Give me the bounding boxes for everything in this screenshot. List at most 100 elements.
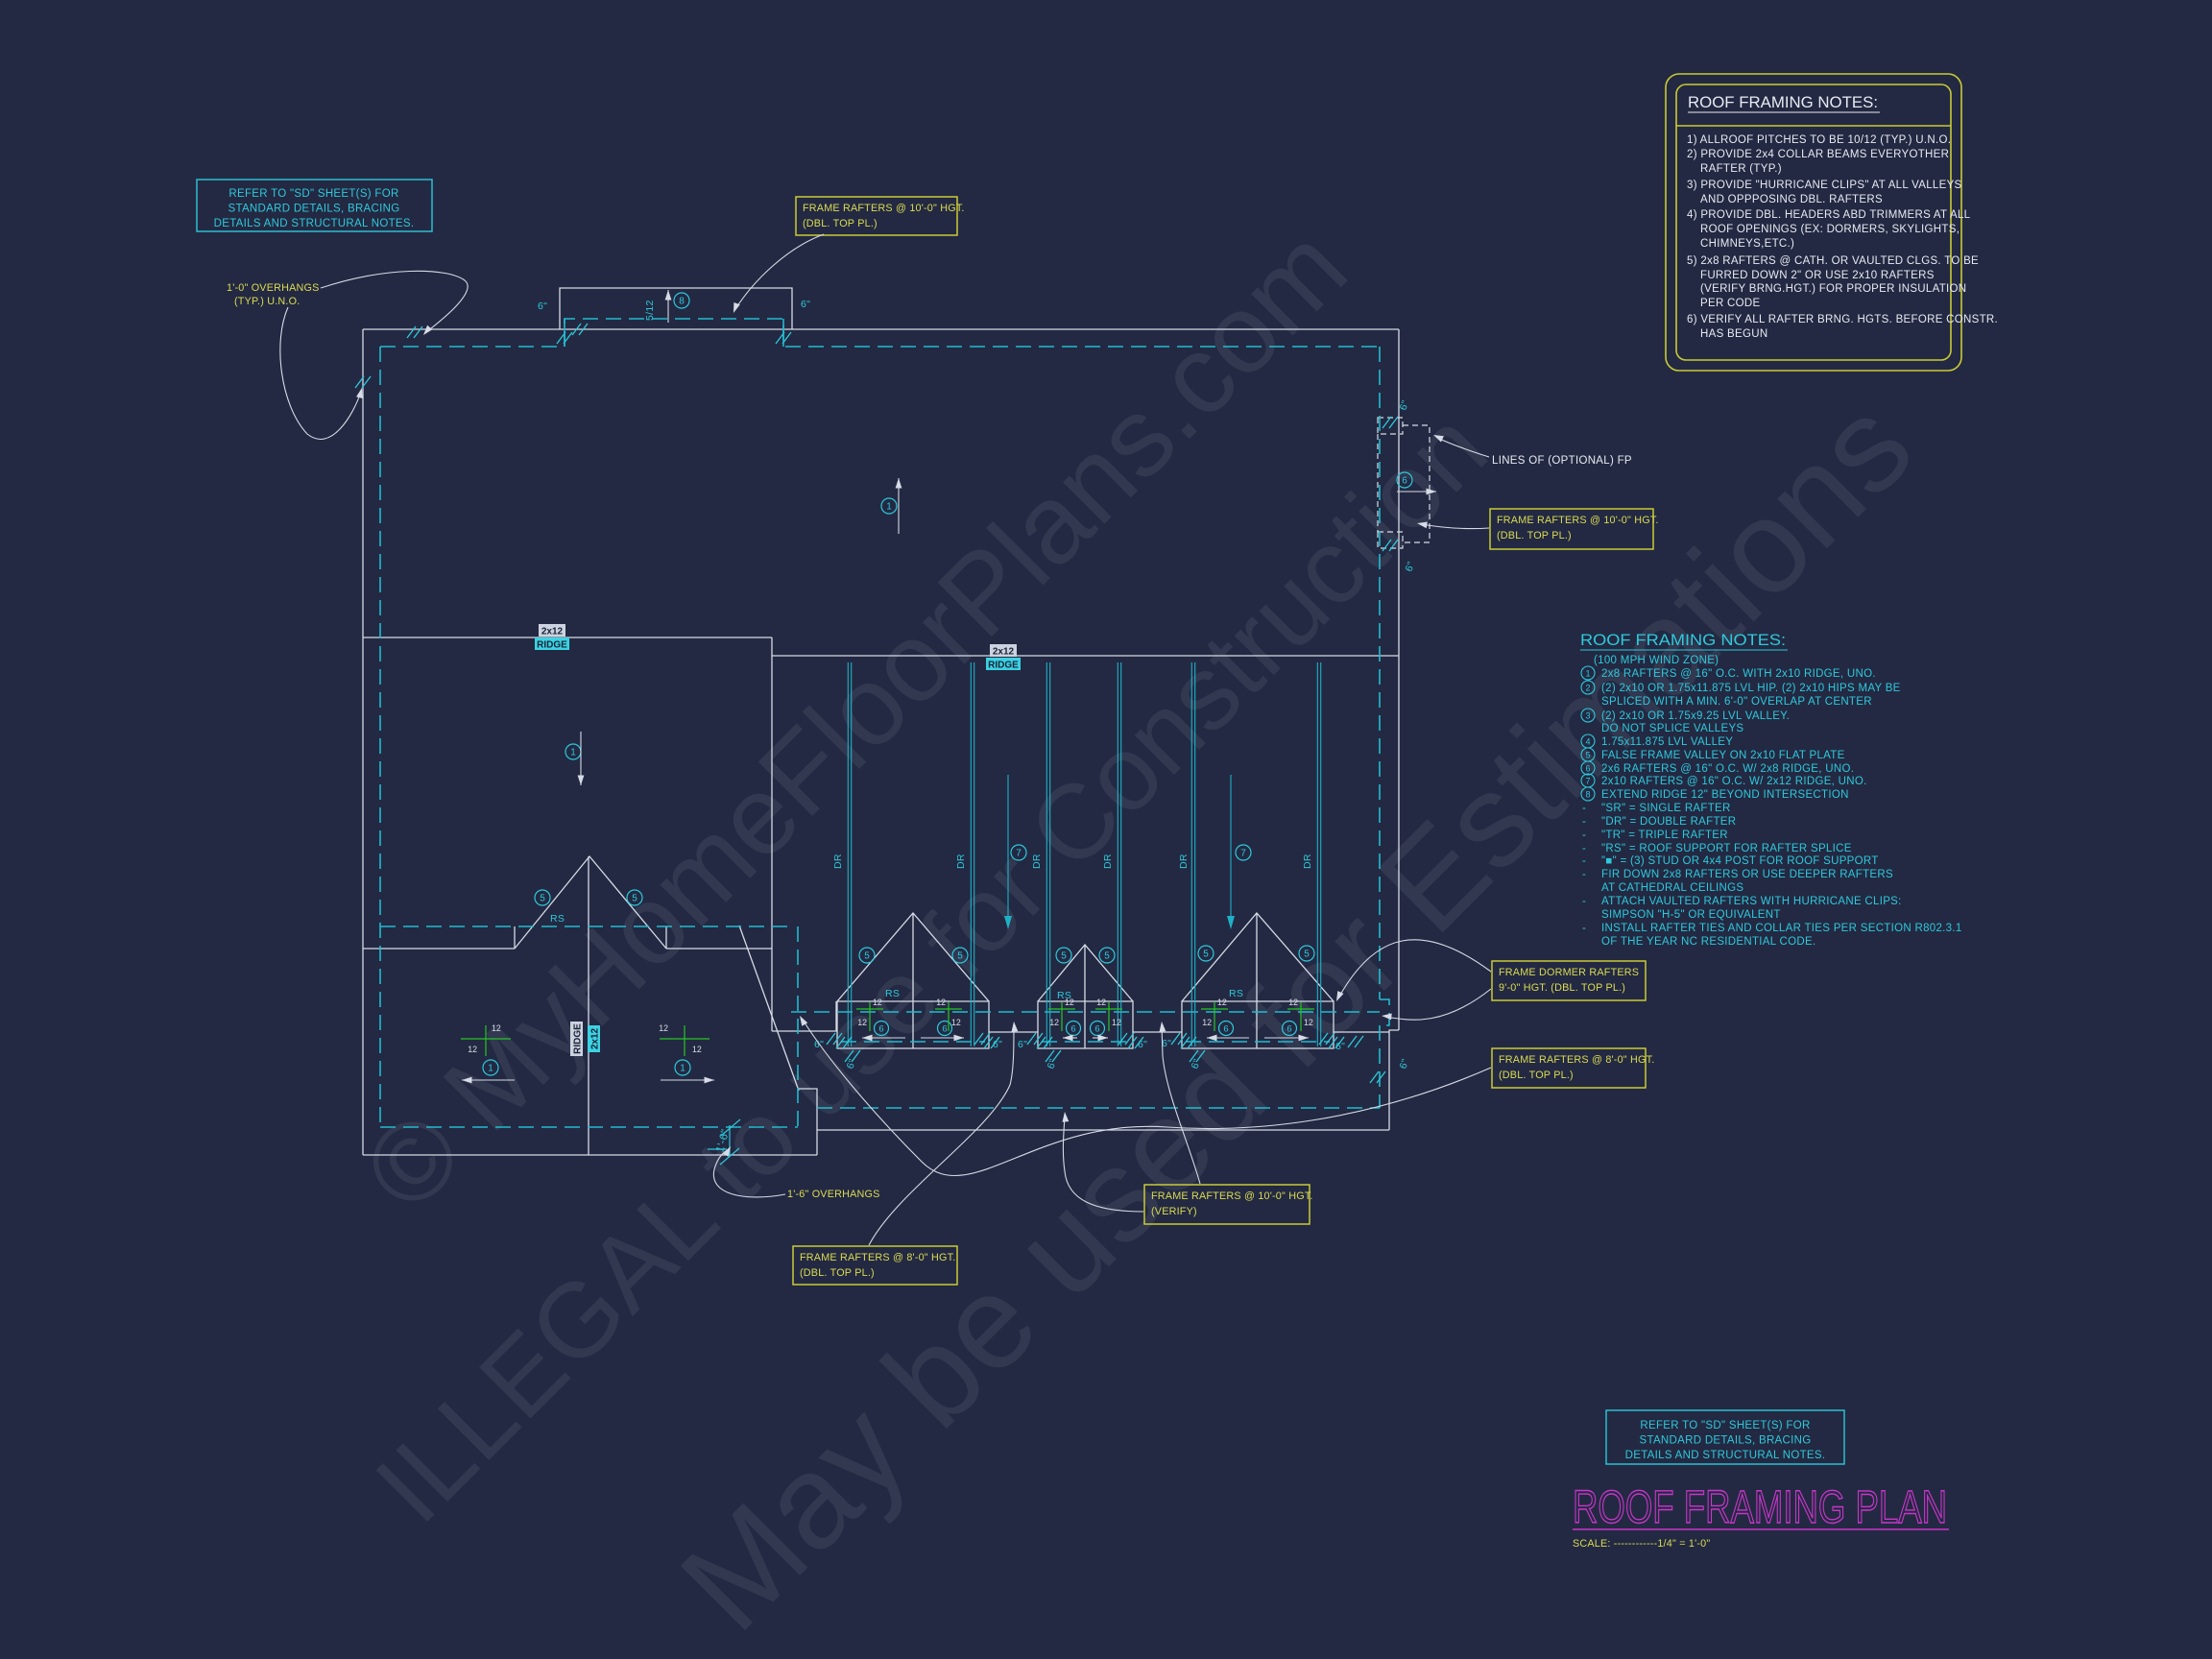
svg-text:(100 MPH WIND ZONE): (100 MPH WIND ZONE) [1594,655,1719,666]
svg-text:RS: RS [885,988,900,999]
svg-text:2x12: 2x12 [590,1027,601,1049]
svg-text:5: 5 [864,951,870,962]
svg-text:12: 12 [659,1023,668,1033]
svg-text:12: 12 [1288,998,1298,1007]
svg-text:12: 12 [1304,1018,1313,1027]
svg-text:6": 6" [814,1039,824,1050]
svg-text:2) PROVIDE 2x4 COLLAR BEAMS EV: 2) PROVIDE 2x4 COLLAR BEAMS EVERYOTHER [1687,149,1949,160]
svg-text:DR: DR [1102,854,1114,869]
svg-text:5/12: 5/12 [644,300,656,321]
svg-text:6": 6" [1335,1041,1345,1052]
svg-text:1.75x11.875 LVL VALLEY: 1.75x11.875 LVL VALLEY [1601,736,1733,748]
svg-text:1) ALLROOF PITCHES TO BE 10/1: 1) ALLROOF PITCHES TO BE 10/12 (TYP.) U.… [1687,134,1951,146]
svg-text:2x10 RAFTERS @ 16" O.C. W/ 2x1: 2x10 RAFTERS @ 16" O.C. W/ 2x12 RIDGE, U… [1601,776,1867,787]
svg-text:ROOF FRAMING NOTES:: ROOF FRAMING NOTES: [1580,631,1786,649]
svg-text:FRAME RAFTERS @ 10'-0" HGT.: FRAME RAFTERS @ 10'-0" HGT. [1151,1190,1313,1202]
svg-text:DR: DR [955,854,967,869]
svg-text:(VERIFY BRNG.HGT.) FOR PROPER: (VERIFY BRNG.HGT.) FOR PROPER INSULATION [1700,283,1966,295]
svg-text:RIDGE: RIDGE [573,1023,584,1054]
svg-text:12: 12 [1096,998,1106,1007]
svg-text:DR: DR [1302,854,1313,869]
svg-text:"RS" = ROOF SUPPORT FOR RAFTER: "RS" = ROOF SUPPORT FOR RAFTER SPLICE [1601,843,1852,854]
svg-text:REFER TO "SD" SHEET(S) FOR: REFER TO "SD" SHEET(S) FOR [1640,1420,1810,1431]
svg-text:8: 8 [679,297,685,307]
svg-text:DO NOT SPLICE VALLEYS: DO NOT SPLICE VALLEYS [1601,723,1743,734]
svg-text:6": 6" [1404,560,1418,573]
svg-text:6": 6" [845,1057,859,1070]
svg-text:4: 4 [1585,736,1590,746]
svg-text:2: 2 [1585,683,1590,692]
svg-text:5: 5 [1304,950,1310,960]
svg-text:4) PROVIDE DBL. HEADERS ABD TR: 4) PROVIDE DBL. HEADERS ABD TRIMMERS AT … [1687,209,1971,221]
svg-text:12: 12 [1049,1018,1059,1027]
svg-text:6": 6" [1398,1057,1412,1070]
svg-text:INSTALL RAFTER TIES AND COLLAR: INSTALL RAFTER TIES AND COLLAR TIES PER … [1601,923,1962,934]
svg-text:6": 6" [801,299,810,310]
svg-text:12: 12 [873,998,882,1007]
svg-text:6: 6 [1286,1023,1291,1034]
svg-text:SCALE: ------------1/4" = 1'-0: SCALE: ------------1/4" = 1'-0" [1573,1538,1710,1550]
svg-text:6: 6 [1402,476,1407,487]
svg-text:12: 12 [1217,998,1227,1007]
svg-text:SIMPSON "H-5" OR EQUIVALENT: SIMPSON "H-5" OR EQUIVALENT [1601,909,1781,921]
svg-text:2x8 RAFTERS @ 16" O.C. WITH 2x: 2x8 RAFTERS @ 16" O.C. WITH 2x10 RIDGE, … [1601,668,1876,680]
svg-text:-: - [1582,803,1586,814]
svg-text:ROOF OPENINGS (EX: DORMERS, SK: ROOF OPENINGS (EX: DORMERS, SKYLIGHTS, [1700,224,1960,235]
svg-text:7: 7 [1240,849,1246,859]
svg-text:12: 12 [1202,1018,1212,1027]
svg-text:1: 1 [570,748,576,758]
svg-text:6": 6" [1162,1038,1171,1049]
svg-text:-: - [1582,896,1586,907]
svg-text:6": 6" [538,301,547,312]
svg-text:(2) 2x10 OR 1.75x11.875 LVL HI: (2) 2x10 OR 1.75x11.875 LVL HIP. (2) 2x1… [1601,683,1901,694]
svg-text:12: 12 [1065,998,1074,1007]
svg-text:FRAME RAFTERS @ 10'-0" HGT.: FRAME RAFTERS @ 10'-0" HGT. [1497,515,1659,526]
svg-text:12: 12 [951,1018,961,1027]
svg-text:FRAME RAFTERS @ 10'-0" HGT.: FRAME RAFTERS @ 10'-0" HGT. [803,203,965,214]
svg-text:1'-6" OVERHANGS: 1'-6" OVERHANGS [787,1189,880,1200]
svg-text:ATTACH VAULTED RAFTERS WITH HU: ATTACH VAULTED RAFTERS WITH HURRICANE CL… [1601,896,1902,907]
svg-text:6: 6 [1070,1023,1075,1034]
svg-text:FRAME DORMER RAFTERS: FRAME DORMER RAFTERS [1499,967,1639,978]
svg-text:"■" = (3) STUD OR 4x4 POST FO: "■" = (3) STUD OR 4x4 POST FOR ROOF SUPP… [1601,855,1879,867]
svg-text:1: 1 [886,502,892,513]
svg-text:"DR" = DOUBLE RAFTER: "DR" = DOUBLE RAFTER [1601,816,1736,828]
svg-text:3: 3 [1585,710,1590,720]
svg-text:12: 12 [936,998,946,1007]
svg-text:2x12: 2x12 [541,627,564,637]
svg-text:FIR DOWN 2x8 RAFTERS OR USE DE: FIR DOWN 2x8 RAFTERS OR USE DEEPER RAFTE… [1601,869,1893,880]
svg-text:(DBL. TOP PL.): (DBL. TOP PL.) [1499,1070,1574,1081]
svg-text:FALSE FRAME VALLEY ON 2x10 FLA: FALSE FRAME VALLEY ON 2x10 FLAT PLATE [1601,750,1845,761]
svg-text:AT CATHEDRAL CEILINGS: AT CATHEDRAL CEILINGS [1601,882,1743,894]
svg-text:ROOF FRAMING PLAN: ROOF FRAMING PLAN [1573,1482,1947,1533]
svg-text:6": 6" [1190,1057,1204,1070]
svg-text:RS: RS [1057,990,1071,1001]
svg-text:STANDARD DETAILS, BRACING: STANDARD DETAILS, BRACING [1640,1435,1812,1447]
svg-text:-: - [1582,830,1586,841]
svg-text:PER CODE: PER CODE [1700,298,1760,309]
svg-text:6: 6 [942,1023,947,1034]
svg-text:5: 5 [540,894,545,904]
svg-text:REFER TO "SD" SHEET(S) FOR: REFER TO "SD" SHEET(S) FOR [228,188,398,200]
svg-text:-: - [1582,816,1586,828]
svg-text:(DBL. TOP PL.): (DBL. TOP PL.) [800,1267,875,1279]
svg-text:2x6 RAFTERS @ 16" O.C. W/ 2x8: 2x6 RAFTERS @ 16" O.C. W/ 2x8 RIDGE, UNO… [1601,763,1854,775]
svg-text:(2) 2x10 OR 1.75x9.25 LVL VALL: (2) 2x10 OR 1.75x9.25 LVL VALLEY. [1601,710,1790,722]
svg-text:CHIMNEYS,ETC.): CHIMNEYS,ETC.) [1700,238,1794,250]
svg-text:6: 6 [878,1023,883,1034]
svg-text:RIDGE: RIDGE [537,640,567,651]
svg-text:1: 1 [680,1064,685,1074]
svg-text:LINES OF (OPTIONAL) FP: LINES OF (OPTIONAL) FP [1492,455,1632,467]
svg-text:6": 6" [1046,1057,1060,1070]
svg-text:DR: DR [1031,854,1043,869]
svg-text:RS: RS [1229,988,1243,999]
svg-text:7: 7 [1585,776,1590,785]
svg-text:1'-0" OVERHANGS: 1'-0" OVERHANGS [227,282,320,294]
svg-text:12: 12 [857,1018,867,1027]
svg-text:1: 1 [488,1064,493,1074]
svg-text:"TR" = TRIPLE RAFTER: "TR" = TRIPLE RAFTER [1601,830,1728,841]
svg-text:-: - [1582,923,1586,934]
svg-text:5) 2x8 RAFTERS @ CATH. OR VAUL: 5) 2x8 RAFTERS @ CATH. OR VAULTED CLGS. … [1687,255,1979,267]
svg-text:5: 5 [957,951,963,962]
svg-text:8: 8 [1585,789,1590,799]
